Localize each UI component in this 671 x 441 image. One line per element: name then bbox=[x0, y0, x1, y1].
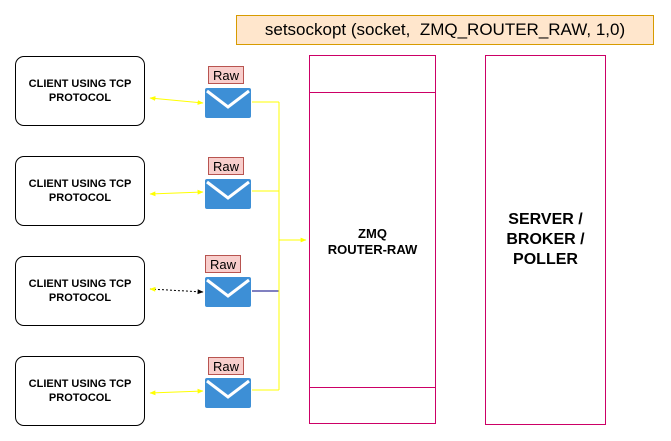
router-label-line1: ZMQ bbox=[358, 226, 387, 241]
raw-tag: Raw bbox=[205, 255, 241, 273]
client-1-link bbox=[149, 96, 204, 105]
router-label-line2: ROUTER-RAW bbox=[327, 242, 418, 257]
zmq-router-label: ZMQ ROUTER-RAW bbox=[309, 226, 436, 258]
setsockopt-title: setsockopt (socket, ZMQ_ROUTER_RAW, 1,0) bbox=[236, 15, 654, 45]
server-label-line3: POLLER bbox=[513, 251, 578, 268]
client-box-1: CLIENT USING TCP PROTOCOL bbox=[15, 56, 145, 126]
router-divider-top bbox=[309, 92, 436, 93]
client-label: CLIENT USING TCP PROTOCOL bbox=[28, 278, 132, 304]
client-box-2: CLIENT USING TCP PROTOCOL bbox=[15, 156, 145, 226]
client-label: CLIENT USING TCP PROTOCOL bbox=[28, 178, 132, 204]
client-box-3: CLIENT USING TCP PROTOCOL bbox=[15, 256, 145, 326]
envelope-icon bbox=[205, 378, 251, 408]
client-label: CLIENT USING TCP PROTOCOL bbox=[28, 378, 132, 404]
envelope-icon bbox=[205, 277, 251, 307]
envelope-icon bbox=[205, 88, 251, 118]
router-divider-bottom bbox=[309, 387, 436, 388]
client-2-link bbox=[149, 189, 204, 197]
client-label: CLIENT USING TCP PROTOCOL bbox=[28, 78, 132, 104]
server-label-line1: SERVER / bbox=[508, 211, 583, 228]
client-4-link bbox=[149, 388, 204, 396]
raw-tag: Raw bbox=[208, 66, 244, 84]
raw-tag: Raw bbox=[208, 157, 244, 175]
client-3-link bbox=[149, 286, 204, 295]
envelope-icon bbox=[205, 179, 251, 209]
server-label-line2: BROKER / bbox=[506, 231, 585, 248]
zmq-router-box bbox=[309, 55, 436, 424]
server-label: SERVER / BROKER / POLLER bbox=[506, 210, 584, 270]
server-box: SERVER / BROKER / POLLER bbox=[485, 55, 606, 425]
client-box-4: CLIENT USING TCP PROTOCOL bbox=[15, 356, 145, 426]
raw-tag: Raw bbox=[208, 357, 244, 375]
